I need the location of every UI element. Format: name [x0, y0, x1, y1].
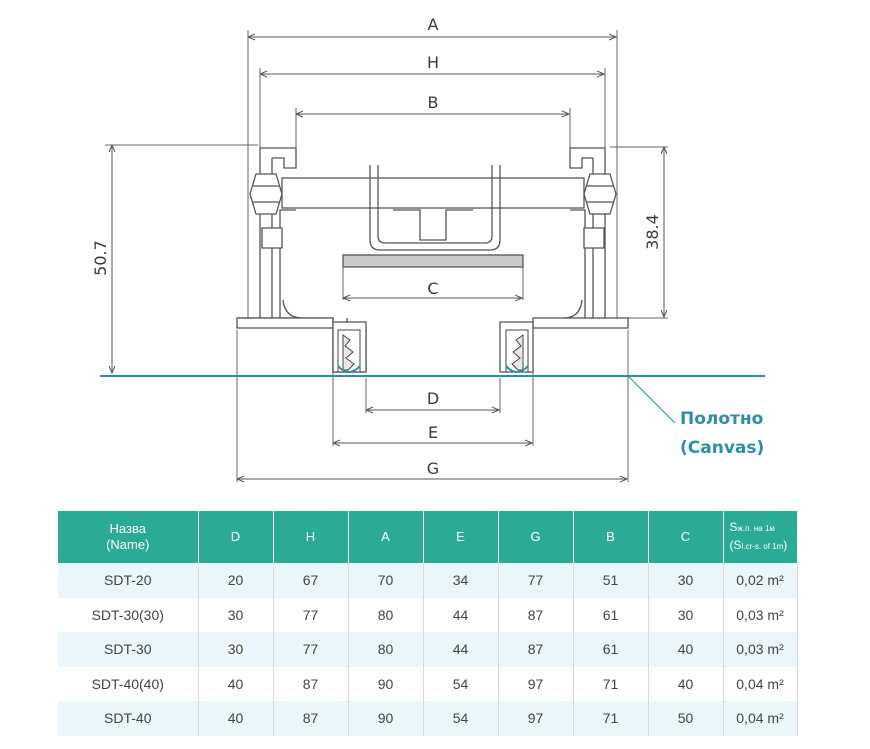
col-header-name-ru: Назва [109, 521, 146, 536]
cell-b: 61 [573, 597, 649, 632]
dim-label-d: D [427, 389, 439, 408]
col-header-name: Назва (Name) [58, 511, 199, 563]
cell-e: 54 [423, 666, 499, 701]
col-header-s: Sж.п. на 1м (Sl.cr-s. of 1m) [723, 511, 798, 563]
dim-label-g: G [427, 459, 439, 478]
table-row: SDT-40(40) 40 87 90 54 97 71 40 0,04 m² [58, 666, 798, 701]
cell-s: 0,04 m² [723, 701, 798, 736]
profile-drawing: A H B C D E G 50.7 38.4 Полотно (Canvas) [91, 15, 765, 505]
cell-d: 30 [198, 632, 274, 667]
dim-label-h: H [427, 53, 439, 72]
table-row: SDT-30 30 77 80 44 87 61 40 0,03 m² [58, 632, 798, 667]
cell-b: 61 [573, 632, 649, 667]
table-row: SDT-40 40 87 90 54 97 71 50 0,04 m² [58, 701, 798, 736]
dimension-lines [112, 37, 664, 479]
cell-c: 50 [648, 701, 724, 736]
cell-e: 54 [423, 701, 499, 736]
cell-g: 87 [498, 597, 574, 632]
cell-g: 97 [498, 701, 574, 736]
cell-g: 87 [498, 632, 574, 667]
col-header-e: E [423, 511, 499, 563]
canvas-leader [627, 375, 676, 424]
harpoon-seals [337, 329, 529, 373]
canvas-label-en: (Canvas) [680, 438, 764, 458]
cell-a: 80 [348, 597, 424, 632]
cell-e: 34 [423, 563, 499, 598]
cell-name: SDT-40(40) [58, 666, 199, 701]
table-row: SDT-30(30) 30 77 80 44 87 61 30 0,03 m² [58, 597, 798, 632]
cell-h: 87 [273, 666, 349, 701]
cell-h: 67 [273, 563, 349, 598]
canvas-label-ru: Полотно [680, 409, 763, 429]
col-header-b: B [573, 511, 649, 563]
cell-c: 30 [648, 563, 724, 598]
cell-b: 71 [573, 666, 649, 701]
cell-a: 80 [348, 632, 424, 667]
cell-d: 40 [198, 666, 274, 701]
cell-a: 90 [348, 701, 424, 736]
cell-name: SDT-40 [58, 701, 199, 736]
cell-c: 40 [648, 632, 724, 667]
cell-a: 70 [348, 563, 424, 598]
cell-d: 40 [198, 701, 274, 736]
cell-e: 44 [423, 632, 499, 667]
dim-label-height-frame: 38.4 [643, 214, 662, 250]
col-header-a: A [348, 511, 424, 563]
cell-h: 77 [273, 632, 349, 667]
cell-s: 0,04 m² [723, 666, 798, 701]
cell-s: 0,03 m² [723, 597, 798, 632]
cell-c: 30 [648, 597, 724, 632]
cell-h: 87 [273, 701, 349, 736]
cell-c: 40 [648, 666, 724, 701]
dimensions-table: Назва (Name) D H A E G B C Sж.п. на 1м (… [58, 511, 798, 736]
table-row: SDT-20 20 67 70 34 77 51 30 0,02 m² [58, 563, 798, 598]
cell-b: 71 [573, 701, 649, 736]
cell-b: 51 [573, 563, 649, 598]
cell-a: 90 [348, 666, 424, 701]
extension-lines [105, 30, 668, 482]
table-header-row: Назва (Name) D H A E G B C Sж.п. на 1м (… [58, 511, 798, 563]
cell-d: 20 [198, 563, 274, 598]
cell-name: SDT-30 [58, 632, 199, 667]
aluminium-profile [236, 147, 629, 373]
cell-d: 30 [198, 597, 274, 632]
col-header-g: G [498, 511, 574, 563]
cell-g: 97 [498, 666, 574, 701]
dim-label-c: C [427, 279, 438, 298]
dim-label-a: A [428, 15, 439, 34]
cell-e: 44 [423, 597, 499, 632]
dim-label-e: E [428, 423, 438, 442]
col-header-h: H [273, 511, 349, 563]
col-header-name-en: (Name) [106, 537, 150, 552]
cell-name: SDT-30(30) [58, 597, 199, 632]
cell-h: 77 [273, 597, 349, 632]
dim-label-height-total: 50.7 [91, 240, 110, 276]
cell-name: SDT-20 [58, 563, 199, 598]
cell-s: 0,03 m² [723, 632, 798, 667]
cell-g: 77 [498, 563, 574, 598]
cell-s: 0,02 m² [723, 563, 798, 598]
col-header-c: C [648, 511, 724, 563]
dim-label-b: B [428, 93, 439, 112]
col-header-d: D [198, 511, 274, 563]
